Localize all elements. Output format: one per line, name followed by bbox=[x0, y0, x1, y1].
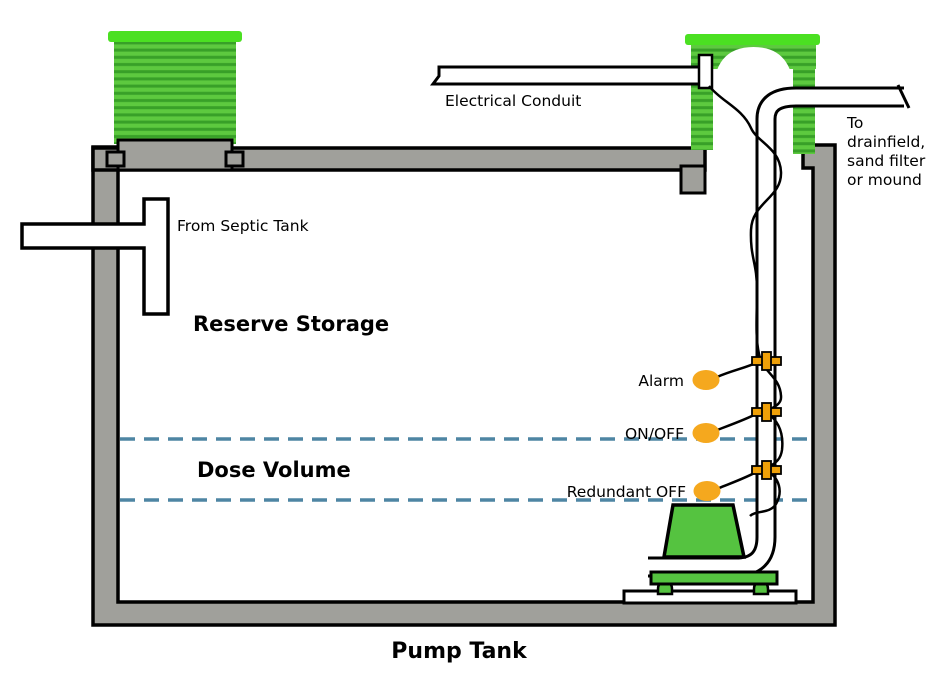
clamp-tab bbox=[761, 460, 772, 480]
clamp-tab bbox=[761, 351, 772, 371]
lid-joint-notch-left bbox=[105, 150, 126, 168]
cable-clamp-alarm bbox=[751, 351, 782, 371]
alarm-label: Alarm bbox=[638, 372, 684, 390]
tank-lid bbox=[91, 146, 707, 172]
left-riser bbox=[108, 31, 242, 144]
inlet-tee-pipe bbox=[20, 197, 170, 316]
cable-clamp-on-off bbox=[751, 402, 782, 422]
redundant-off-label: Redundant OFF bbox=[567, 483, 686, 501]
alarm-float bbox=[692, 370, 720, 390]
diagram-title: Pump Tank bbox=[391, 639, 528, 664]
conduit-fitting bbox=[697, 53, 714, 90]
to-drainfield-line2: drainfield, bbox=[847, 133, 925, 151]
discharge-pipe bbox=[648, 84, 911, 578]
redundant-off-float bbox=[693, 481, 721, 501]
from-septic-tank-label: From Septic Tank bbox=[177, 217, 309, 235]
lid-joint-notch-right bbox=[224, 150, 245, 168]
tank-lid-riser-section bbox=[116, 138, 234, 172]
electrical-conduit-label: Electrical Conduit bbox=[445, 92, 581, 110]
left-riser-body bbox=[114, 41, 236, 144]
pump-slab bbox=[622, 589, 798, 605]
pump-body bbox=[661, 503, 747, 559]
cable-clamp-redundant-off bbox=[751, 460, 782, 480]
electrical-conduit-pipe bbox=[430, 65, 703, 86]
on-off-float bbox=[692, 423, 720, 443]
discharge-pipe-outlet-cut bbox=[896, 84, 911, 109]
to-drainfield-line4: or mound bbox=[847, 171, 922, 189]
discharge-pipe-bore bbox=[648, 89, 904, 575]
right-riser-cap bbox=[685, 34, 820, 45]
to-drainfield-label: To drainfield, sand filter or mound bbox=[846, 114, 926, 189]
left-riser-cap bbox=[108, 31, 242, 42]
dose-volume-label: Dose Volume bbox=[197, 458, 351, 482]
clamp-tab bbox=[761, 402, 772, 422]
to-drainfield-line3: sand filter bbox=[847, 152, 926, 170]
tank-walls bbox=[91, 143, 837, 627]
pump-assembly bbox=[622, 503, 798, 605]
lid-step bbox=[679, 164, 707, 195]
to-drainfield-line1: To bbox=[846, 114, 863, 132]
on-off-label: ON/OFF bbox=[625, 425, 684, 443]
pump-base-platform bbox=[649, 570, 779, 586]
reserve-storage-label: Reserve Storage bbox=[193, 312, 389, 336]
